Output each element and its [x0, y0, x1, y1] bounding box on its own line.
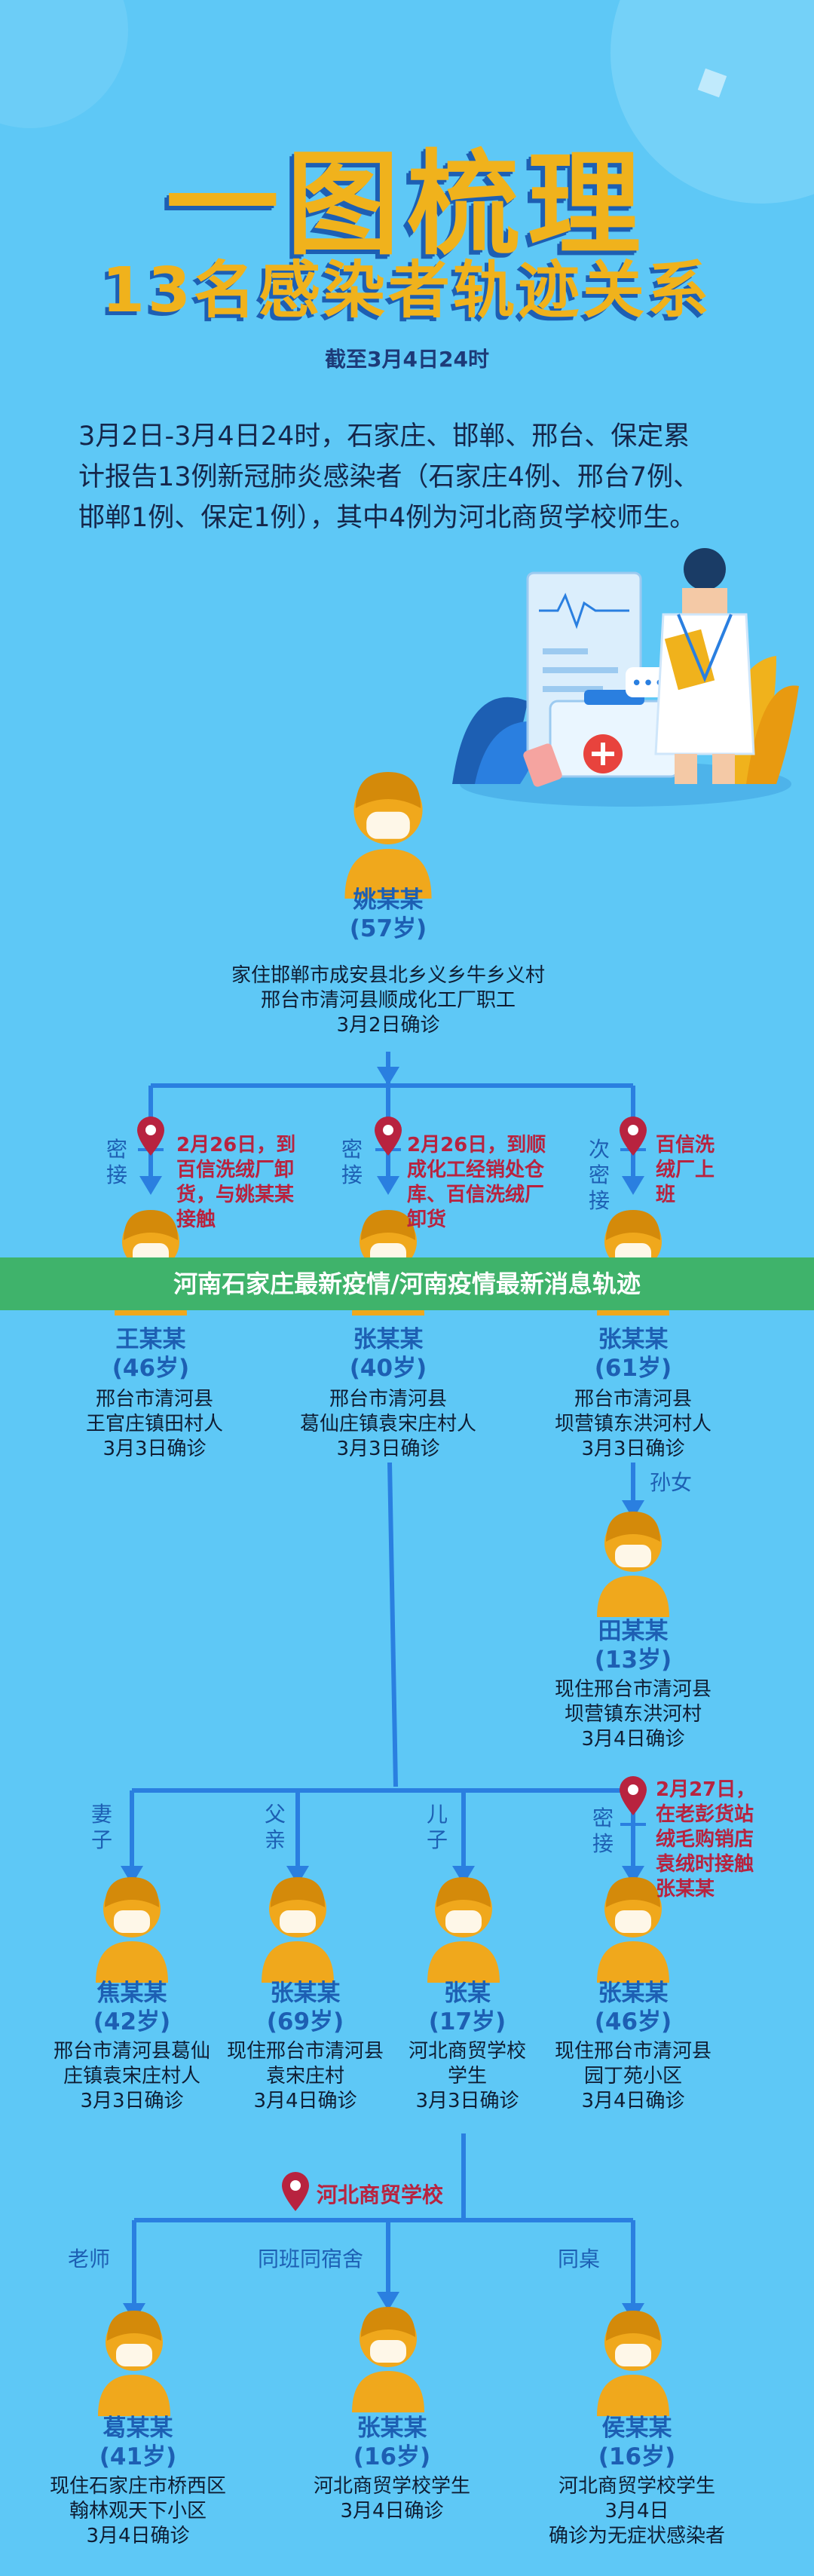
contact-note: 2月26日，到顺成化工经销处仓库、百信洗绒厂卸货 — [407, 1134, 546, 1231]
relation-label: 密接 — [106, 1137, 127, 1187]
contact-note: 2月27日，在老彭货站绒毛购销店袁绒时接触张某某 — [656, 1778, 756, 1901]
doctor-illustration: ••• — [452, 548, 799, 807]
location-pin-icon — [375, 1116, 402, 1156]
person-icon — [597, 2311, 669, 2416]
relation-label: 父亲 — [264, 1802, 286, 1852]
banner: 河南石家庄最新疫情/河南疫情最新消息轨迹 — [0, 1257, 814, 1310]
subtitle: 13名感染者轨迹关系 — [101, 255, 713, 326]
location-pin-icon — [620, 1776, 647, 1815]
person-name: 张某某(61岁) — [594, 1326, 672, 1382]
relation-label: 密接 — [592, 1806, 614, 1856]
person-name: 张某某(40岁) — [349, 1326, 427, 1382]
deadline: 截至3月4日24时 — [325, 347, 489, 372]
relation-label: 同桌 — [558, 2247, 601, 2271]
person-name: 张某(17岁) — [428, 1980, 506, 2035]
person-icon — [96, 1877, 168, 1983]
bg-circle — [610, 0, 814, 204]
person-name: 张某某(46岁) — [594, 1980, 672, 2035]
intro-text: 3月2日-3月4日24时，石家庄、邯郸、邢台、保定累计报告13例新冠肺炎感染者（… — [78, 421, 700, 533]
school-label: 河北商贸学校 — [317, 2182, 444, 2207]
relation-label: 妻子 — [90, 1802, 112, 1852]
location-pin-icon — [620, 1116, 647, 1156]
decor-square — [697, 68, 727, 98]
person-name: 姚某某(57岁) — [349, 887, 427, 942]
person-icon — [352, 2307, 424, 2412]
person-icon — [98, 2311, 170, 2416]
person-name: 王某某(46岁) — [112, 1326, 190, 1382]
bg-circle — [0, 0, 128, 128]
location-pin-icon — [137, 1116, 164, 1156]
person-icon — [597, 1877, 669, 1983]
relation-label: 同班同宿舍 — [258, 2247, 364, 2271]
person-name: 葛某某(41岁) — [99, 2415, 177, 2470]
contact-note: 百信洗绒厂上班 — [656, 1134, 715, 1206]
person-name: 田某某(13岁) — [594, 1618, 672, 1674]
person-name: 侯某某(16岁) — [598, 2415, 676, 2470]
relation-label: 老师 — [68, 2247, 111, 2271]
relation-label: 密接 — [341, 1137, 363, 1187]
location-pins — [137, 1116, 647, 2211]
connector-lines — [130, 1052, 646, 2303]
contact-note: 2月26日，到百信洗绒厂卸货，与姚某某接触 — [176, 1134, 296, 1231]
person-icon — [427, 1877, 500, 1983]
relation-label: 儿子 — [426, 1802, 448, 1852]
relation-label: 次密接 — [588, 1137, 610, 1213]
person-icon — [344, 772, 432, 899]
person-icon — [597, 1512, 669, 1617]
relation-label: 孙女 — [650, 1470, 693, 1495]
location-pin-icon — [282, 2172, 309, 2211]
person-name: 焦某某(42岁) — [93, 1980, 171, 2035]
person-name: 张某某(69岁) — [266, 1980, 344, 2035]
person-name: 张某某(16岁) — [353, 2415, 431, 2470]
main-title: 一图梳理 — [165, 139, 648, 271]
person-icon — [262, 1877, 334, 1983]
